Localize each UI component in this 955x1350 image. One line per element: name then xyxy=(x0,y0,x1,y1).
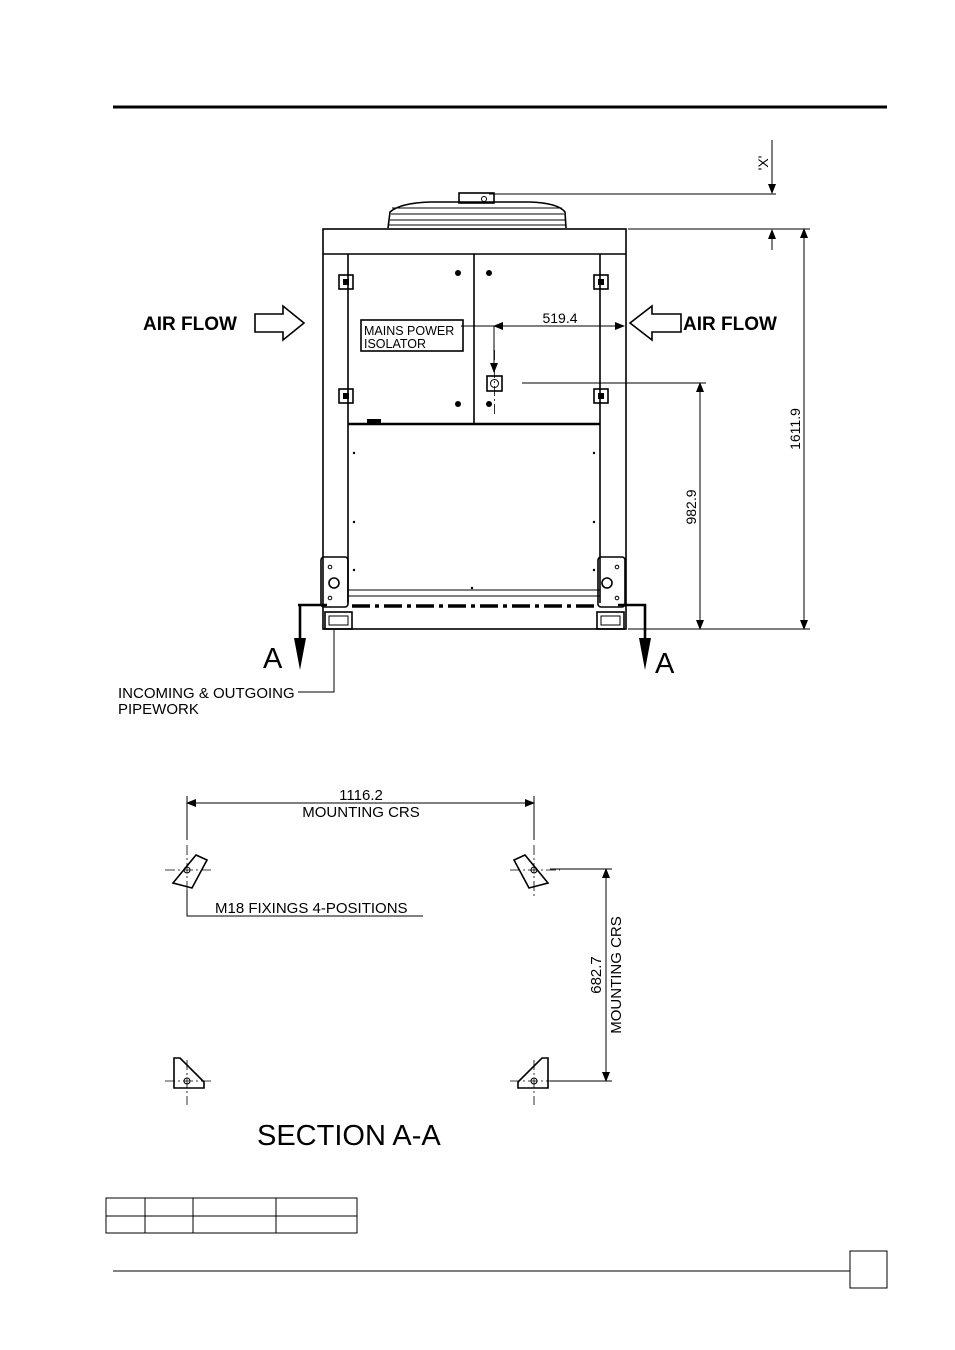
dim-1611-label: 1611.9 xyxy=(787,408,803,450)
mounting-crs-horizontal-label: MOUNTING CRS xyxy=(302,804,420,821)
section-a-left-label: A xyxy=(263,643,283,675)
mounting-crs-vertical-label: MOUNTING CRS xyxy=(608,916,625,1034)
dim-519-label: 519.4 xyxy=(542,310,577,326)
fixing-top-left xyxy=(165,845,212,896)
unit-elevation xyxy=(255,193,681,670)
dim-1116-label: 1116.2 xyxy=(339,787,383,804)
revision-table xyxy=(106,1198,357,1233)
fixing-top-right xyxy=(510,845,560,896)
page-number-box xyxy=(850,1251,887,1288)
fixings-label: M18 FIXINGS 4-POSITIONS xyxy=(215,900,408,917)
air-flow-label-right: AIR FLOW xyxy=(683,314,777,335)
mains-label-line2: ISOLATOR xyxy=(364,337,426,351)
dim-x-label: 'X' xyxy=(755,156,771,171)
fan-guard xyxy=(388,193,566,228)
pipework-label-line2: PIPEWORK xyxy=(118,701,199,718)
section-title: SECTION A-A xyxy=(257,1120,441,1152)
air-flow-arrow-right-icon xyxy=(630,306,681,340)
section-a-a-plan xyxy=(165,796,612,1105)
air-flow-arrow-left-icon xyxy=(255,306,304,340)
fixing-bottom-left xyxy=(165,1058,212,1105)
air-flow-label-left: AIR FLOW xyxy=(143,314,237,335)
left-foot xyxy=(321,557,352,629)
section-a-right-label: A xyxy=(655,648,675,680)
dim-982-label: 982.9 xyxy=(683,489,699,524)
pipework-label-line1: INCOMING & OUTGOING xyxy=(118,685,295,702)
dim-682-label: 682.7 xyxy=(588,956,605,994)
right-foot xyxy=(597,557,625,629)
mains-label-line1: MAINS POWER xyxy=(364,324,454,338)
elevation-dimensions xyxy=(298,140,810,692)
